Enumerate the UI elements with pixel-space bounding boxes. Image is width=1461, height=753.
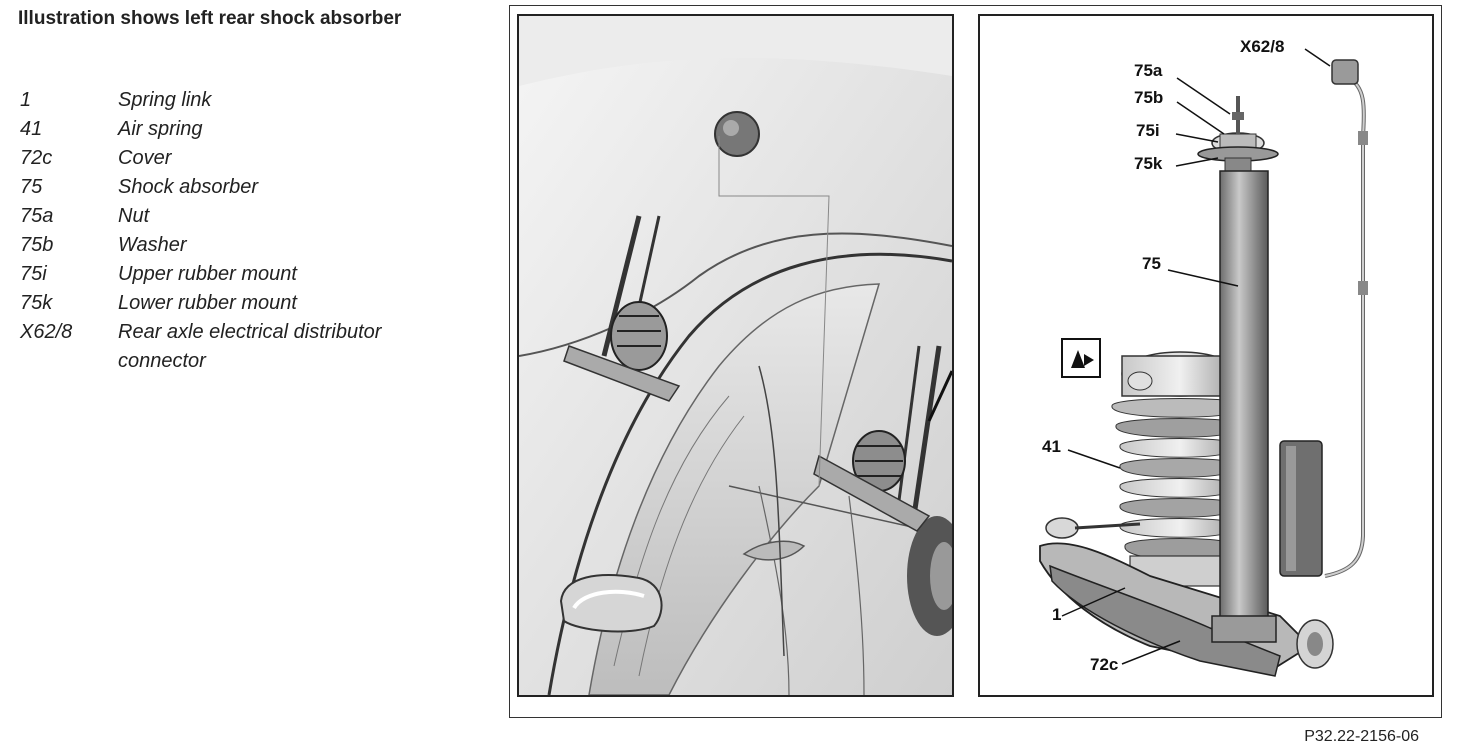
legend-code: 75a (20, 205, 54, 227)
legend-item: 75a Nut (20, 202, 460, 231)
legend-code: 75 (20, 176, 43, 198)
vehicle-overview-panel (517, 14, 954, 697)
legend-code: 75i (20, 263, 47, 285)
page-title: Illustration shows left rear shock absor… (18, 8, 402, 29)
legend-desc: Shock absorber (118, 176, 259, 198)
callout-75k: 75k (1134, 154, 1163, 173)
figure-reference-number: P32.22-2156-06 (1304, 728, 1419, 745)
legend-code: X62/8 (20, 321, 73, 343)
legend-desc: Upper rubber mount (118, 263, 297, 285)
legend-desc: Nut (118, 205, 150, 227)
legend-item: 75 Shock absorber (20, 173, 460, 202)
legend-desc: Air spring (118, 118, 203, 140)
legend-item: 75k Lower rubber mount (20, 289, 460, 318)
legend-item: 75i Upper rubber mount (20, 260, 460, 289)
legend-desc: Rear axle electrical distributor connect… (118, 321, 382, 372)
shock-absorber-detail-panel (978, 14, 1434, 697)
legend-desc: Washer (118, 234, 187, 256)
legend-list: 1 Spring link 41 Air spring 72c Cover 75 Sho… (20, 86, 460, 376)
shock-absorber-illustration (1039, 48, 1368, 677)
legend-desc: Spring link (118, 89, 212, 111)
legend-code: 72c (20, 147, 53, 169)
legend-item: 1 Spring link (20, 86, 460, 115)
callout-75a: 75a (1134, 61, 1163, 80)
legend-desc: Lower rubber mount (118, 292, 297, 314)
legend-desc: Cover (118, 147, 172, 169)
callout-75: 75 (1142, 254, 1161, 273)
callout-1: 1 (1052, 605, 1062, 624)
callout-75i: 75i (1136, 121, 1160, 140)
callout-75b: 75b (1134, 88, 1164, 107)
callout-41: 41 (1042, 437, 1061, 456)
callout-x62-8: X62/8 (1240, 37, 1285, 56)
callout-72c: 72c (1090, 655, 1119, 674)
legend-item: 72c Cover (20, 144, 460, 173)
vehicle-illustration (519, 57, 952, 695)
legend-code: 75b (20, 234, 54, 256)
legend-code: 75k (20, 292, 53, 314)
legend-code: 41 (20, 118, 43, 140)
legend-item: 41 Air spring (20, 115, 460, 144)
legend-item: X62/8 Rear axle electrical distributor co… (20, 318, 460, 376)
legend-code: 1 (20, 89, 32, 111)
legend-item: 75b Washer (20, 231, 460, 260)
